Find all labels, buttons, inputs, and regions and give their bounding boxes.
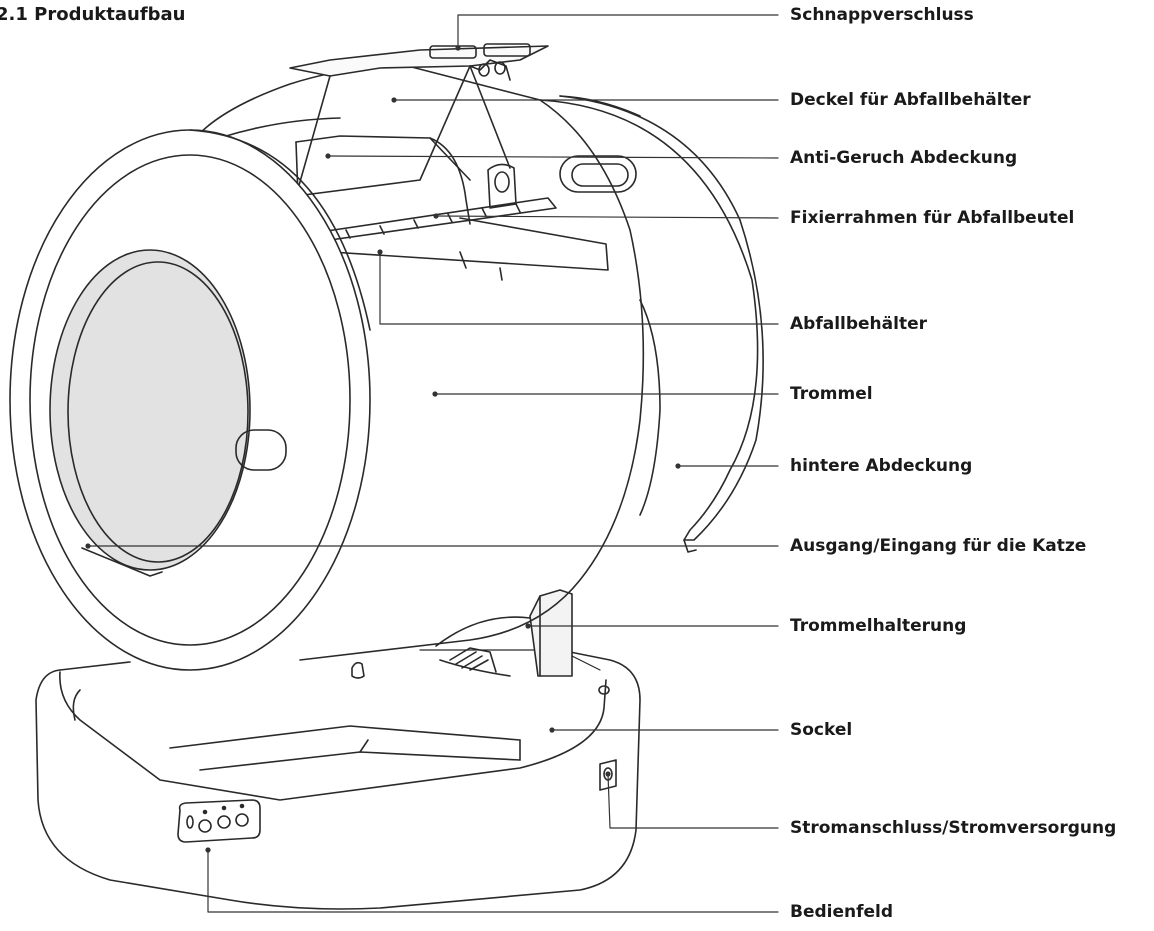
label-bedienfeld: Bedienfeld [790,902,894,922]
label-deckel-abfallbehaelter: Deckel für Abfallbehälter [790,90,1031,110]
leader-dots [85,45,681,853]
label-trommelhalterung: Trommelhalterung [790,616,967,636]
front-ring-shape [9,129,371,671]
label-fixierrahmen: Fixierrahmen für Abfallbeutel [790,208,1075,228]
label-trommel: Trommel [790,384,873,404]
leader-abfallbehaelter [379,251,779,325]
label-stromanschluss: Stromanschluss/Stromversorgung [790,818,1117,838]
leader-stromanschluss [607,773,779,829]
label-schnappverschluss: Schnappverschluss [790,5,974,25]
label-ausgang-eingang: Ausgang/Eingang für die Katze [790,536,1087,556]
leader-schnappverschluss [457,14,779,49]
lid-shape [289,43,549,197]
label-hintere-abdeckung: hintere Abdeckung [790,456,973,476]
base-shape [35,649,641,910]
section-title: 2.1 Produktaufbau [0,4,186,25]
leader-fixierrahmen [435,215,779,219]
drum-support-shape [351,589,573,679]
label-abfallbehaelter: Abfallbehälter [790,314,927,334]
label-anti-geruch-abdeckung: Anti-Geruch Abdeckung [790,148,1018,168]
rear-cover-shape [539,95,764,553]
leader-lines [87,14,779,913]
leader-bedienfeld [207,849,779,913]
leader-anti-geruch [327,155,779,159]
label-sockel: Sockel [790,720,853,740]
